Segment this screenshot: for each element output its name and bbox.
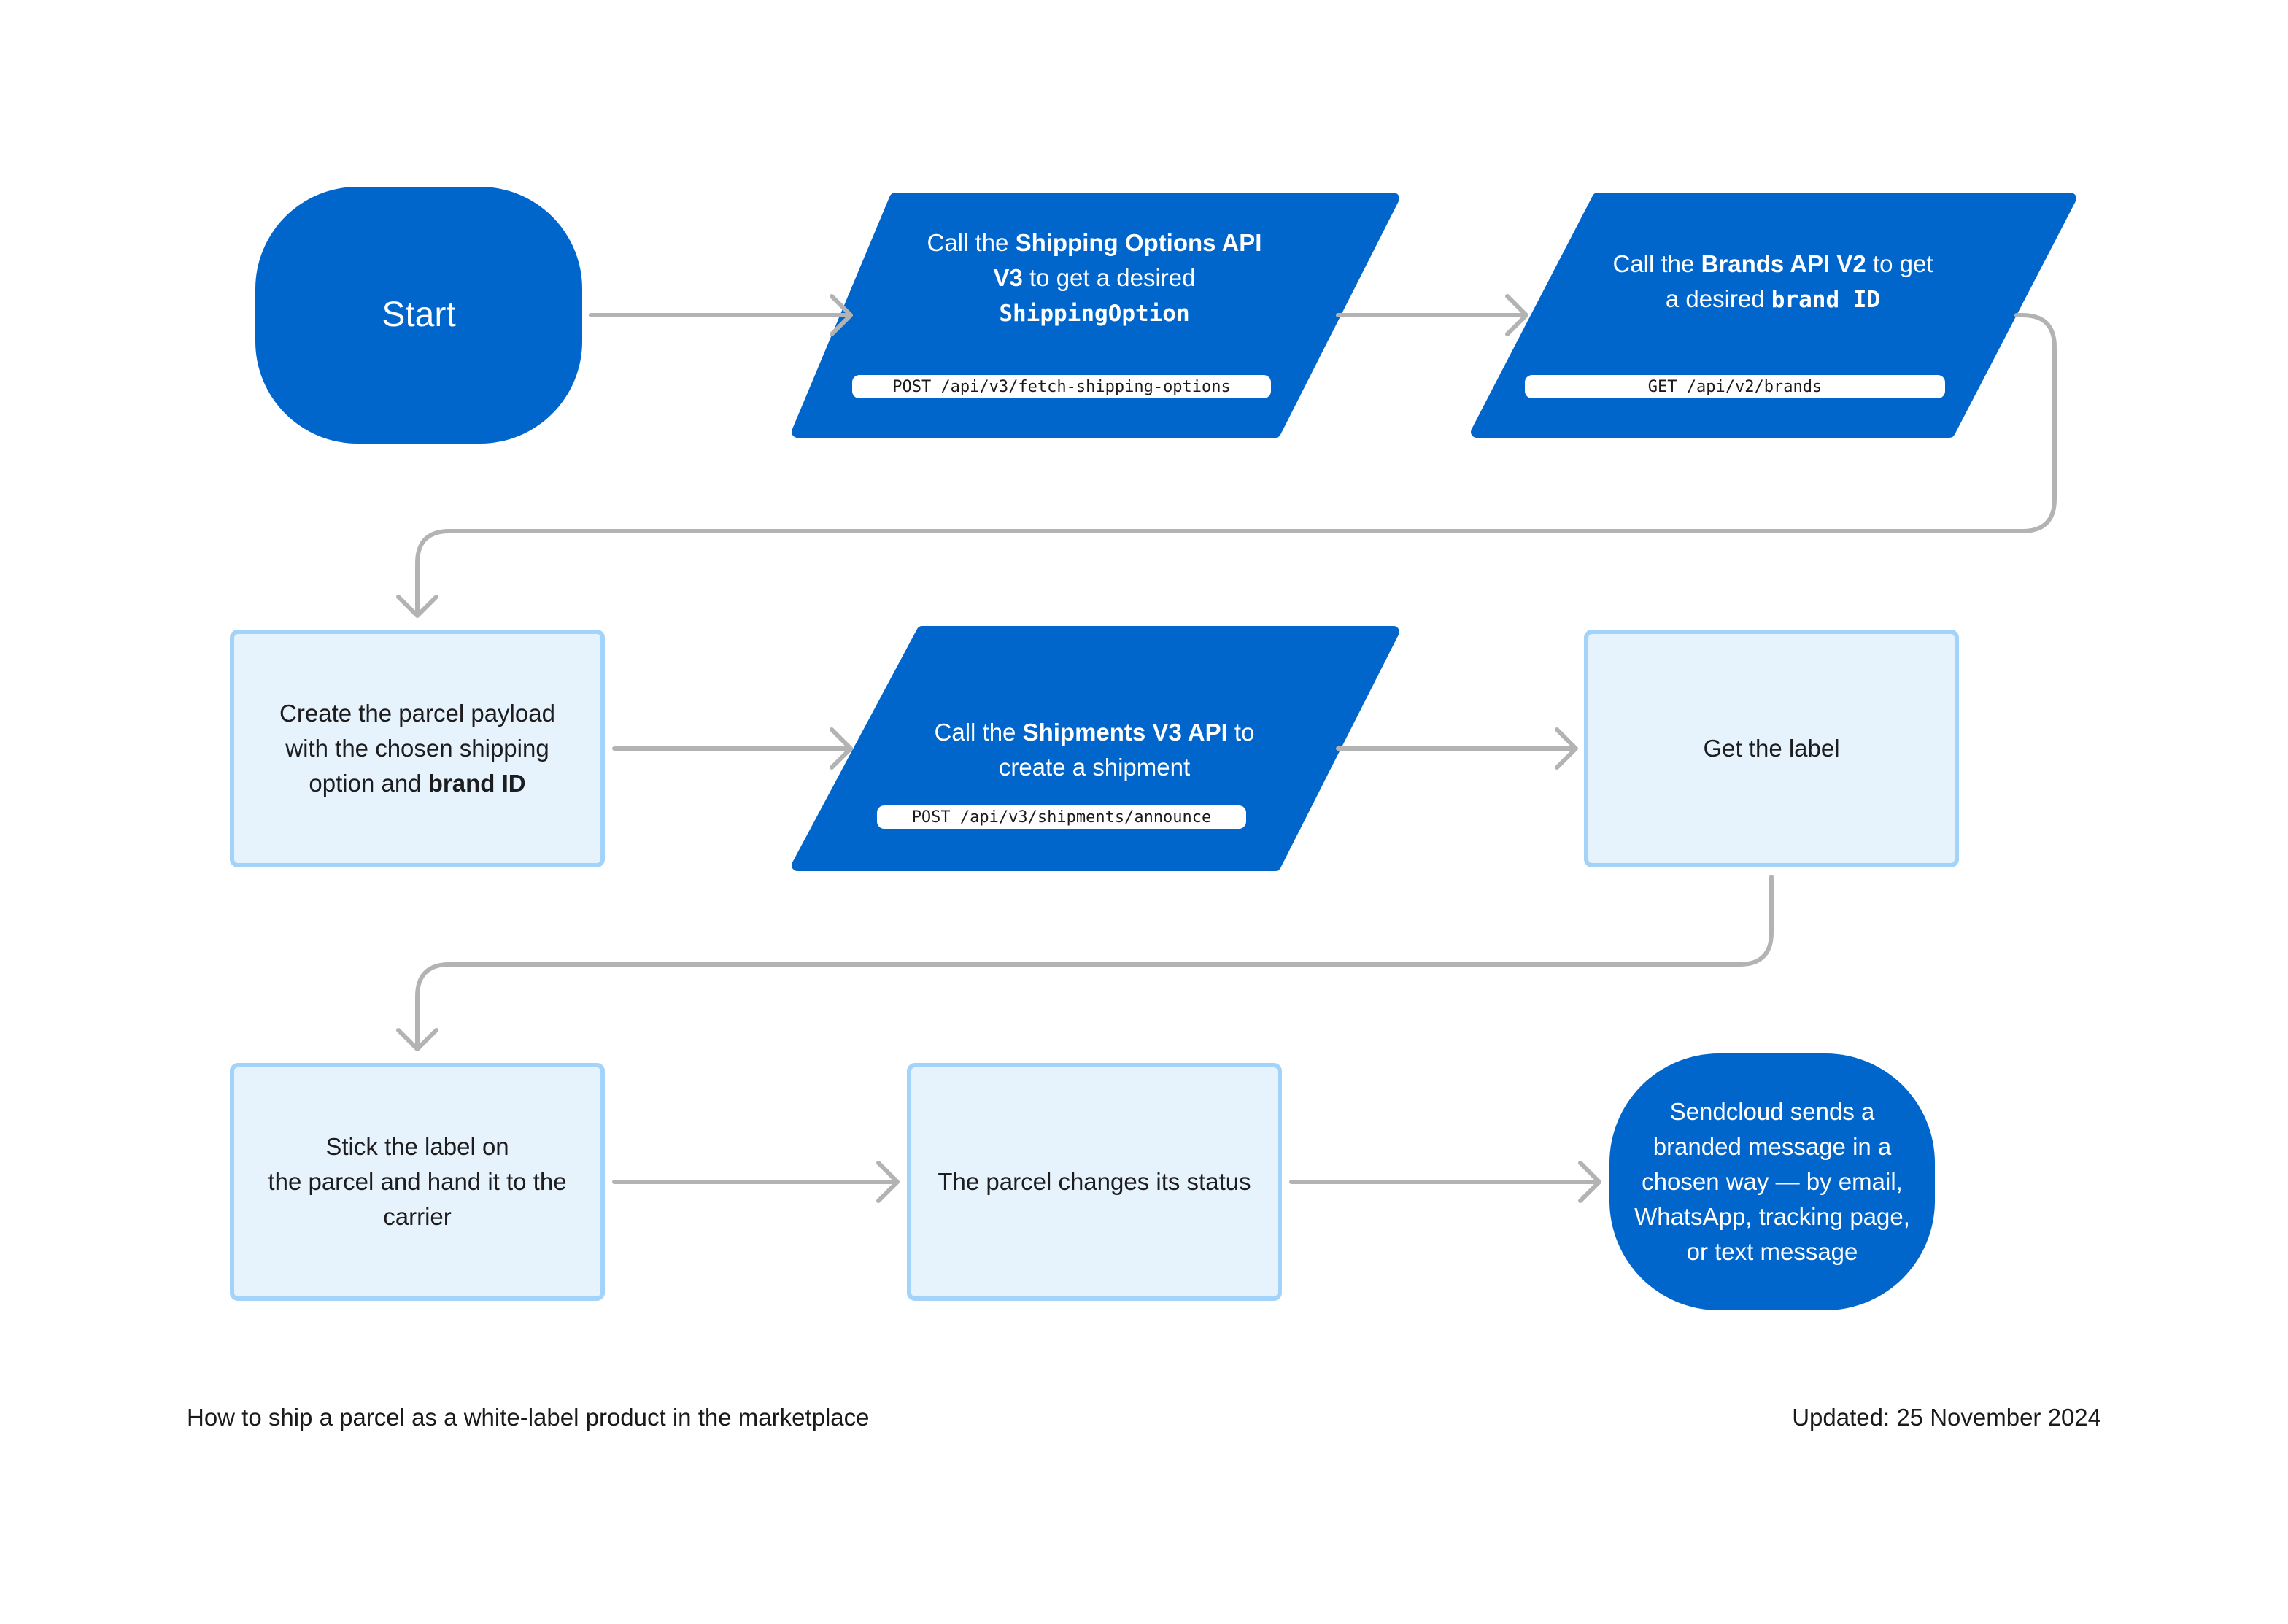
sendcloud-line5: or text message	[1686, 1238, 1858, 1265]
arrow-stick-to-status	[612, 1161, 900, 1203]
shipping-options-node[interactable]: Call the Shipping Options API V3 to get …	[868, 223, 1321, 333]
shipping-options-pre: Call the	[927, 228, 1016, 256]
stick-label-node[interactable]: Stick the label on the parcel and hand i…	[232, 1065, 603, 1299]
arrow-brands-to-payload	[396, 313, 2057, 618]
shipments-line2: create a shipment	[998, 754, 1191, 781]
stick-label-node-shape[interactable]	[230, 1063, 605, 1301]
sendcloud-line1: Sendcloud sends a	[1669, 1098, 1875, 1125]
payload-node[interactable]: Create the parcel payload with the chose…	[232, 632, 603, 865]
sendcloud-node-shape[interactable]	[1609, 1053, 1935, 1310]
get-label-node[interactable]: Get the label	[1586, 632, 1957, 865]
get-label-node-shape[interactable]	[1584, 630, 1959, 867]
updated-date: Updated: 25 November 2024	[1792, 1404, 2101, 1431]
arrow-label-to-stick	[396, 875, 1774, 1051]
shipping-options-node-shape[interactable]	[792, 193, 1399, 438]
shipping-option-code: ShippingOption	[999, 300, 1190, 327]
sendcloud-line2: branded message in a	[1653, 1133, 1892, 1160]
brands-node[interactable]: Call the Brands API V2 to get a desired …	[1554, 245, 1992, 318]
status-node[interactable]: The parcel changes its status	[909, 1065, 1280, 1299]
shipping-options-api-version: V3	[993, 263, 1023, 291]
shipments-pre: Call the	[934, 719, 1023, 746]
status-text: The parcel changes its status	[938, 1168, 1251, 1195]
shipping-options-api-name: Shipping Options API	[1015, 228, 1262, 256]
shipments-endpoint: POST /api/v3/shipments/announce	[877, 805, 1246, 829]
payload-brand-id: brand ID	[428, 770, 526, 797]
start-node-shape[interactable]	[255, 187, 582, 444]
payload-line1: Create the parcel payload	[279, 700, 555, 727]
brands-line2-pre: a desired	[1665, 285, 1771, 312]
status-node-shape[interactable]	[907, 1063, 1282, 1301]
stick-label-line3: carrier	[383, 1203, 452, 1230]
sendcloud-line4: WhatsApp, tracking page,	[1634, 1203, 1910, 1230]
shipments-post: to	[1227, 719, 1255, 746]
arrow-shipments-to-label	[1336, 727, 1578, 770]
shipments-api-name: Shipments V3 API	[1022, 719, 1228, 746]
sendcloud-line3: chosen way — by email,	[1642, 1168, 1903, 1195]
brands-post: to get	[1866, 250, 1933, 277]
brands-pre: Call the	[1612, 250, 1701, 277]
arrow-status-to-sendcloud	[1289, 1161, 1601, 1203]
payload-node-shape[interactable]	[230, 630, 605, 867]
shipping-options-endpoint: POST /api/v3/fetch-shipping-options	[852, 375, 1271, 398]
diagram-caption: How to ship a parcel as a white-label pr…	[187, 1404, 870, 1431]
start-label: Start	[382, 295, 456, 334]
start-node[interactable]: Start	[255, 187, 582, 444]
shipments-node[interactable]: Call the Shipments V3 API to create a sh…	[876, 714, 1313, 786]
sendcloud-node[interactable]: Sendcloud sends a branded message in a c…	[1609, 1053, 1935, 1310]
payload-line3-pre: option and	[309, 770, 428, 797]
stick-label-line2: the parcel and hand it to the	[268, 1168, 567, 1195]
brands-endpoint: GET /api/v2/brands	[1525, 375, 1945, 398]
shipping-options-mid: to get a desired	[1022, 263, 1196, 291]
arrow-shipping-to-brands	[1336, 294, 1528, 336]
arrow-payload-to-shipments	[612, 727, 853, 770]
payload-line2: with the chosen shipping	[285, 735, 549, 762]
stick-label-line1: Stick the label on	[325, 1133, 509, 1160]
get-label-text: Get the label	[1703, 735, 1840, 762]
arrow-start-to-shipping	[589, 294, 853, 336]
brand-id-code: brand ID	[1771, 286, 1881, 313]
brands-api-name: Brands API V2	[1701, 250, 1866, 277]
brands-node-shape[interactable]	[1471, 193, 2076, 438]
